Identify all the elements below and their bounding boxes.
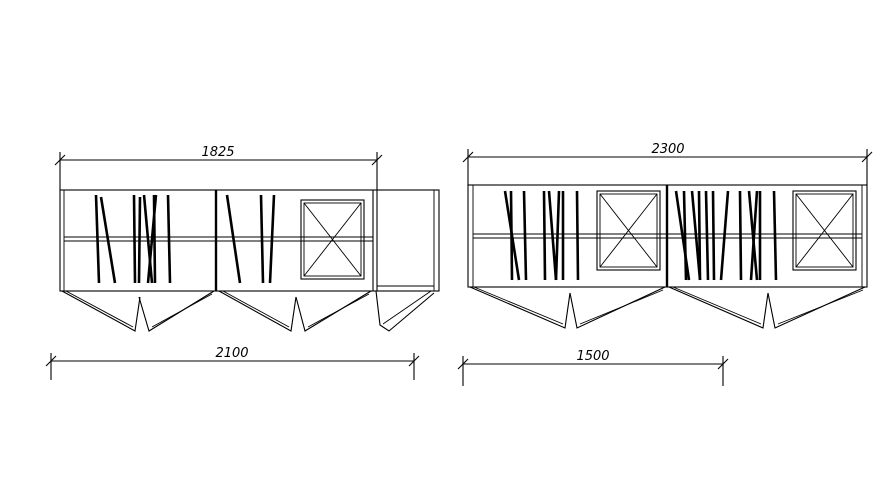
dimension-right-bottom: 1500 bbox=[457, 349, 729, 386]
drawer-unit-right-2 bbox=[792, 190, 857, 271]
dimension-left-bottom: 2100 bbox=[45, 346, 420, 380]
carcass-outline bbox=[59, 189, 440, 292]
dimension-label: 2100 bbox=[215, 346, 248, 361]
dimension-label: 1825 bbox=[201, 145, 234, 160]
drawer-unit-right-1 bbox=[596, 190, 661, 271]
dimension-right-top: 2300 bbox=[462, 142, 873, 186]
dimension-label: 1500 bbox=[576, 349, 609, 364]
left-wardrobe: 1825 bbox=[45, 145, 440, 380]
dimension-left-top: 1825 bbox=[54, 145, 383, 190]
right-wardrobe: 2300 bbox=[457, 142, 873, 386]
dimension-label: 2300 bbox=[651, 142, 684, 157]
door-swings-left bbox=[61, 290, 435, 332]
hangers-left bbox=[94, 194, 276, 284]
door-swings-right bbox=[469, 286, 866, 329]
drawer-unit-left bbox=[300, 199, 365, 280]
hangers-right bbox=[503, 190, 778, 281]
